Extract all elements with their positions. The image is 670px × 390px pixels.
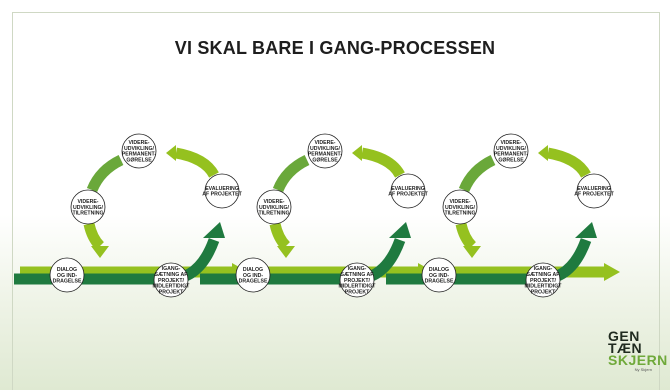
cycle-node-igangsaetning: IGANG-SÆTNING AFPROJEKT/MIDLERTIDIGTPROJ… <box>153 262 191 298</box>
node-label: AF PROJEKTET <box>574 192 614 198</box>
node-label: GØRELSE <box>498 158 524 164</box>
node-label: VIDERE- <box>314 140 335 146</box>
cycle-node-igangsaetning: IGANG-SÆTNING AFPROJEKT/MIDLERTIDIGTPROJ… <box>339 262 377 298</box>
logo-line-2: TÆN <box>608 340 643 356</box>
arrowhead-icon <box>203 222 225 238</box>
node-label: PROJEKT/ <box>158 278 185 284</box>
node-label: EVALUERING <box>577 186 611 192</box>
node-label: OG IND- <box>429 273 449 279</box>
node-label: AF PROJEKTET <box>388 192 428 198</box>
node-label: DRAGELSE <box>425 279 454 285</box>
arrowhead-icon <box>352 145 362 161</box>
node-label: MIDLERTIDIGT <box>525 284 563 290</box>
node-label: SÆTNING AF <box>527 272 560 278</box>
node-label: UDVIKLING/ <box>73 205 104 211</box>
gentaen-skjern-logo: GEN TÆN SKJERN Ny Skjern <box>608 328 668 372</box>
node-label: VIDERE- <box>128 140 149 146</box>
node-label: UDVIKLING/ <box>496 146 527 152</box>
arrowhead-icon <box>389 222 411 238</box>
node-label: TILRETNING <box>258 211 289 217</box>
node-label: DIALOG <box>429 267 449 273</box>
node-label: UDVIKLING/ <box>259 205 290 211</box>
node-label: PROJEKT/ <box>344 278 371 284</box>
node-label: UDVIKLING/ <box>445 205 476 211</box>
logo-subtext: Ny Skjern <box>634 367 652 372</box>
slide-frame <box>12 12 660 390</box>
node-label: EVALUERING <box>205 186 239 192</box>
node-label: IGANG- <box>162 266 181 272</box>
cycle-arrow-left <box>269 222 291 250</box>
node-label: GØRELSE <box>126 158 152 164</box>
logo-line-1: GEN <box>608 328 640 344</box>
node-label: VIDERE- <box>449 199 470 205</box>
node-label: SÆTNING AF <box>341 272 374 278</box>
node-label: PROJEKT <box>159 289 184 295</box>
node-label: PROJEKT <box>531 289 556 295</box>
arrowhead-icon <box>91 246 109 258</box>
cycle-node-tilretning: VIDERE-UDVIKLING/TILRETNING <box>256 189 292 225</box>
node-label: DIALOG <box>243 267 263 273</box>
arrowhead-icon <box>463 246 481 258</box>
cycle-arrow-top-left <box>458 155 496 193</box>
node-label: SÆTNING AF <box>155 272 188 278</box>
node-label: DIALOG <box>57 267 77 273</box>
node-label: IGANG- <box>534 266 553 272</box>
node-label: GØRELSE <box>312 158 338 164</box>
process-cycle-1: VIDERE-UDVIKLING/PERMANENT-GØRELSEEVALUE… <box>14 133 248 298</box>
node-label: MIDLERTIDIGT <box>153 284 191 290</box>
node-label: VIDERE- <box>263 199 284 205</box>
logo-line-3: SKJERN <box>608 352 668 368</box>
node-label: PERMANENT- <box>122 152 157 158</box>
node-label: TILRETNING <box>72 211 103 217</box>
node-label: DRAGELSE <box>53 279 82 285</box>
node-label: TILRETNING <box>444 211 475 217</box>
cycle-node-videreudvikling: VIDERE-UDVIKLING/PERMANENT-GØRELSE <box>121 133 157 169</box>
arrowhead-icon <box>575 222 597 238</box>
node-label: EVALUERING <box>391 186 425 192</box>
node-label: PERMANENT- <box>308 152 343 158</box>
node-label: UDVIKLING/ <box>124 146 155 152</box>
cycle-arrow-top-right <box>360 147 405 178</box>
cycles-root: VIDERE-UDVIKLING/PERMANENT-GØRELSEEVALUE… <box>14 133 620 298</box>
cycle-arrow-left <box>83 222 105 250</box>
node-label: OG IND- <box>243 273 263 279</box>
arrowhead-icon <box>166 145 176 161</box>
cycle-node-tilretning: VIDERE-UDVIKLING/TILRETNING <box>442 189 478 225</box>
cycle-arrow-left <box>455 222 477 250</box>
cycle-arrow-top-left <box>272 155 310 193</box>
cycle-node-tilretning: VIDERE-UDVIKLING/TILRETNING <box>70 189 106 225</box>
cycle-node-videreudvikling: VIDERE-UDVIKLING/PERMANENT-GØRELSE <box>307 133 343 169</box>
node-label: VIDERE- <box>77 199 98 205</box>
cycle-arrow-top-right <box>174 147 219 178</box>
arrowhead-icon <box>604 263 620 281</box>
cycle-node-videreudvikling: VIDERE-UDVIKLING/PERMANENT-GØRELSE <box>493 133 529 169</box>
node-label: UDVIKLING/ <box>310 146 341 152</box>
cycle-arrow-top-left <box>86 155 124 193</box>
node-label: IGANG- <box>348 266 367 272</box>
process-cycle-3: VIDERE-UDVIKLING/PERMANENT-GØRELSEEVALUE… <box>386 133 620 298</box>
node-label: PERMANENT- <box>494 152 529 158</box>
node-label: PROJEKT/ <box>530 278 557 284</box>
node-label: DRAGELSE <box>239 279 268 285</box>
node-label: PROJEKT <box>345 289 370 295</box>
node-label: AF PROJEKTET <box>202 192 242 198</box>
cycle-node-igangsaetning: IGANG-SÆTNING AFPROJEKT/MIDLERTIDIGTPROJ… <box>525 262 563 298</box>
slide-title: VI SKAL BARE I GANG-PROCESSEN <box>174 38 496 58</box>
arrowhead-icon <box>277 246 295 258</box>
node-label: VIDERE- <box>500 140 521 146</box>
node-label: OG IND- <box>57 273 77 279</box>
arrowhead-icon <box>538 145 548 161</box>
cycle-arrow-top-right <box>546 147 591 178</box>
node-label: MIDLERTIDIGT <box>339 284 377 290</box>
